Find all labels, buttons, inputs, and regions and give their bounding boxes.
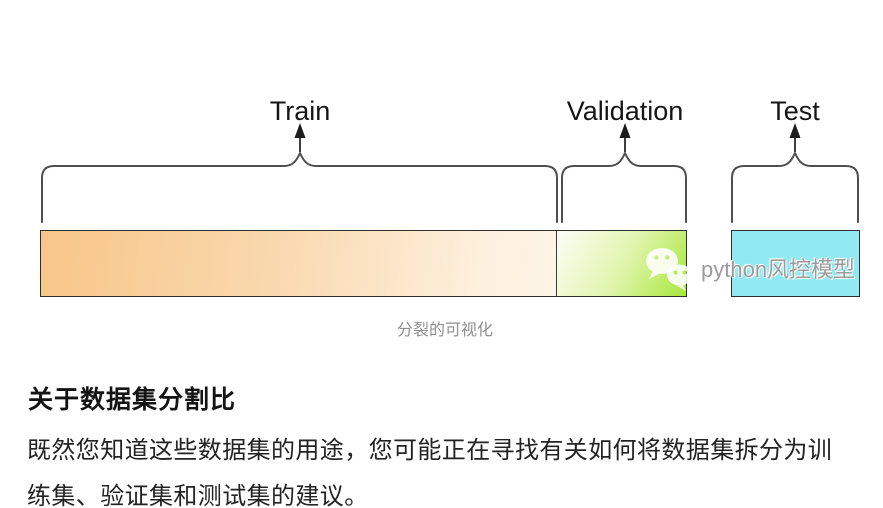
validation-label: Validation [566, 96, 684, 126]
paragraph-line-2: 练集、验证集和测试集的建议。 [27, 484, 369, 508]
test-label: Test [770, 96, 820, 126]
validation-bar-segment [557, 231, 686, 296]
brace-arrow-layer [41, 123, 859, 223]
train-label: Train [269, 96, 331, 126]
test-arrow [789, 123, 801, 152]
paragraph-line-1: 既然您知道这些数据集的用途，您可能正在寻找有关如何将数据集拆分为训 [27, 438, 833, 464]
figure-caption: 分裂的可视化 [396, 322, 494, 339]
train-arrow [294, 123, 306, 152]
train-brace [41, 152, 558, 223]
dataset-split-figure: Train Validation Test python风控模型 分裂的可视化 [40, 96, 860, 339]
test-brace [731, 152, 859, 223]
section-heading: 关于数据集分割比 [28, 386, 237, 414]
validation-brace [561, 152, 687, 223]
validation-arrow [619, 123, 631, 152]
train-validation-bar [40, 230, 687, 297]
train-bar-segment [41, 231, 557, 296]
test-bar [731, 230, 860, 297]
